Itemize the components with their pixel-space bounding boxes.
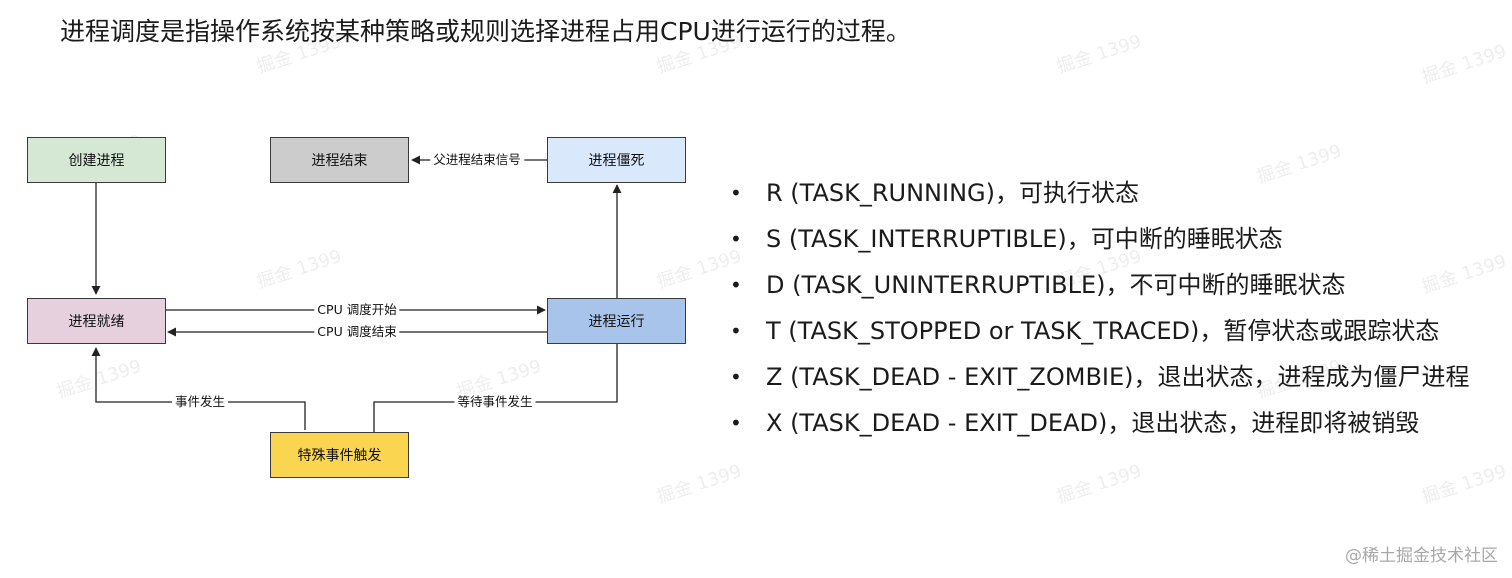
node-process-zombie: 进程僵死: [547, 137, 686, 183]
state-item-z: • Z (TASK_DEAD - EXIT_ZOMBIE)，退出状态，进程成为僵尸…: [728, 354, 1470, 400]
edge-label-parent-end-signal: 父进程结束信号: [430, 152, 524, 168]
state-item-x: • X (TASK_DEAD - EXIT_DEAD)，退出状态，进程即将被销毁: [728, 400, 1470, 446]
node-create-process: 创建进程: [27, 137, 166, 183]
process-state-list: • R (TASK_RUNNING)，可执行状态 • S (TASK_INTERRU…: [728, 170, 1470, 446]
credit-text: @稀土掘金技术社区: [1345, 546, 1498, 566]
bullet-icon: •: [730, 181, 742, 205]
watermark: 掘金 1399: [1419, 460, 1510, 508]
process-state-diagram: 创建进程 进程结束 进程僵死 进程就绪 进程运行 特殊事件触发 父进程结束信号 …: [20, 128, 700, 518]
state-text: Z (TASK_DEAD - EXIT_ZOMBIE)，退出状态，进程成为僵尸进…: [766, 363, 1470, 391]
node-process-ready: 进程就绪: [27, 298, 166, 344]
state-text: R (TASK_RUNNING)，可执行状态: [766, 179, 1139, 207]
node-special-event: 特殊事件触发: [270, 432, 409, 478]
bullet-icon: •: [730, 227, 742, 251]
node-process-zombie-label: 进程僵死: [588, 153, 645, 169]
intro-text: 进程调度是指操作系统按某种策略或规则选择进程占用CPU进行运行的过程。: [60, 17, 911, 46]
bullet-icon: •: [730, 365, 742, 389]
state-item-r: • R (TASK_RUNNING)，可执行状态: [728, 170, 1470, 216]
node-process-running-label: 进程运行: [588, 314, 645, 330]
node-create-process-label: 创建进程: [68, 153, 125, 169]
state-item-s: • S (TASK_INTERRUPTIBLE)，可中断的睡眠状态: [728, 216, 1470, 262]
bullet-icon: •: [730, 411, 742, 435]
edge-label-cpu-end: CPU 调度结束: [314, 324, 400, 340]
edge-event-occur: [91, 347, 306, 430]
state-text: S (TASK_INTERRUPTIBLE)，可中断的睡眠状态: [766, 225, 1283, 253]
edge-label-cpu-start: CPU 调度开始: [314, 302, 400, 318]
state-text: D (TASK_UNINTERRUPTIBLE)，不可中断的睡眠状态: [766, 271, 1346, 299]
bullet-icon: •: [730, 273, 742, 297]
edge-label-wait-event: 等待事件发生: [454, 394, 536, 410]
watermark: 掘金 1399: [1419, 40, 1510, 88]
watermark: 掘金 1399: [1054, 30, 1145, 78]
bullet-icon: •: [730, 319, 742, 343]
edge-label-event-occur: 事件发生: [171, 394, 229, 410]
node-process-ready-label: 进程就绪: [68, 314, 125, 330]
state-item-t: • T (TASK_STOPPED or TASK_TRACED)，暂停状态或跟踪…: [728, 308, 1470, 354]
state-text: T (TASK_STOPPED or TASK_TRACED)，暂停状态或跟踪状…: [766, 317, 1440, 345]
state-text: X (TASK_DEAD - EXIT_DEAD)，退出状态，进程即将被销毁: [766, 409, 1420, 437]
node-process-end-label: 进程结束: [311, 153, 368, 169]
watermark: 掘金 1399: [1054, 460, 1145, 508]
node-process-end: 进程结束: [270, 137, 409, 183]
state-item-d: • D (TASK_UNINTERRUPTIBLE)，不可中断的睡眠状态: [728, 262, 1470, 308]
node-process-running: 进程运行: [547, 298, 686, 344]
node-special-event-label: 特殊事件触发: [297, 448, 382, 464]
